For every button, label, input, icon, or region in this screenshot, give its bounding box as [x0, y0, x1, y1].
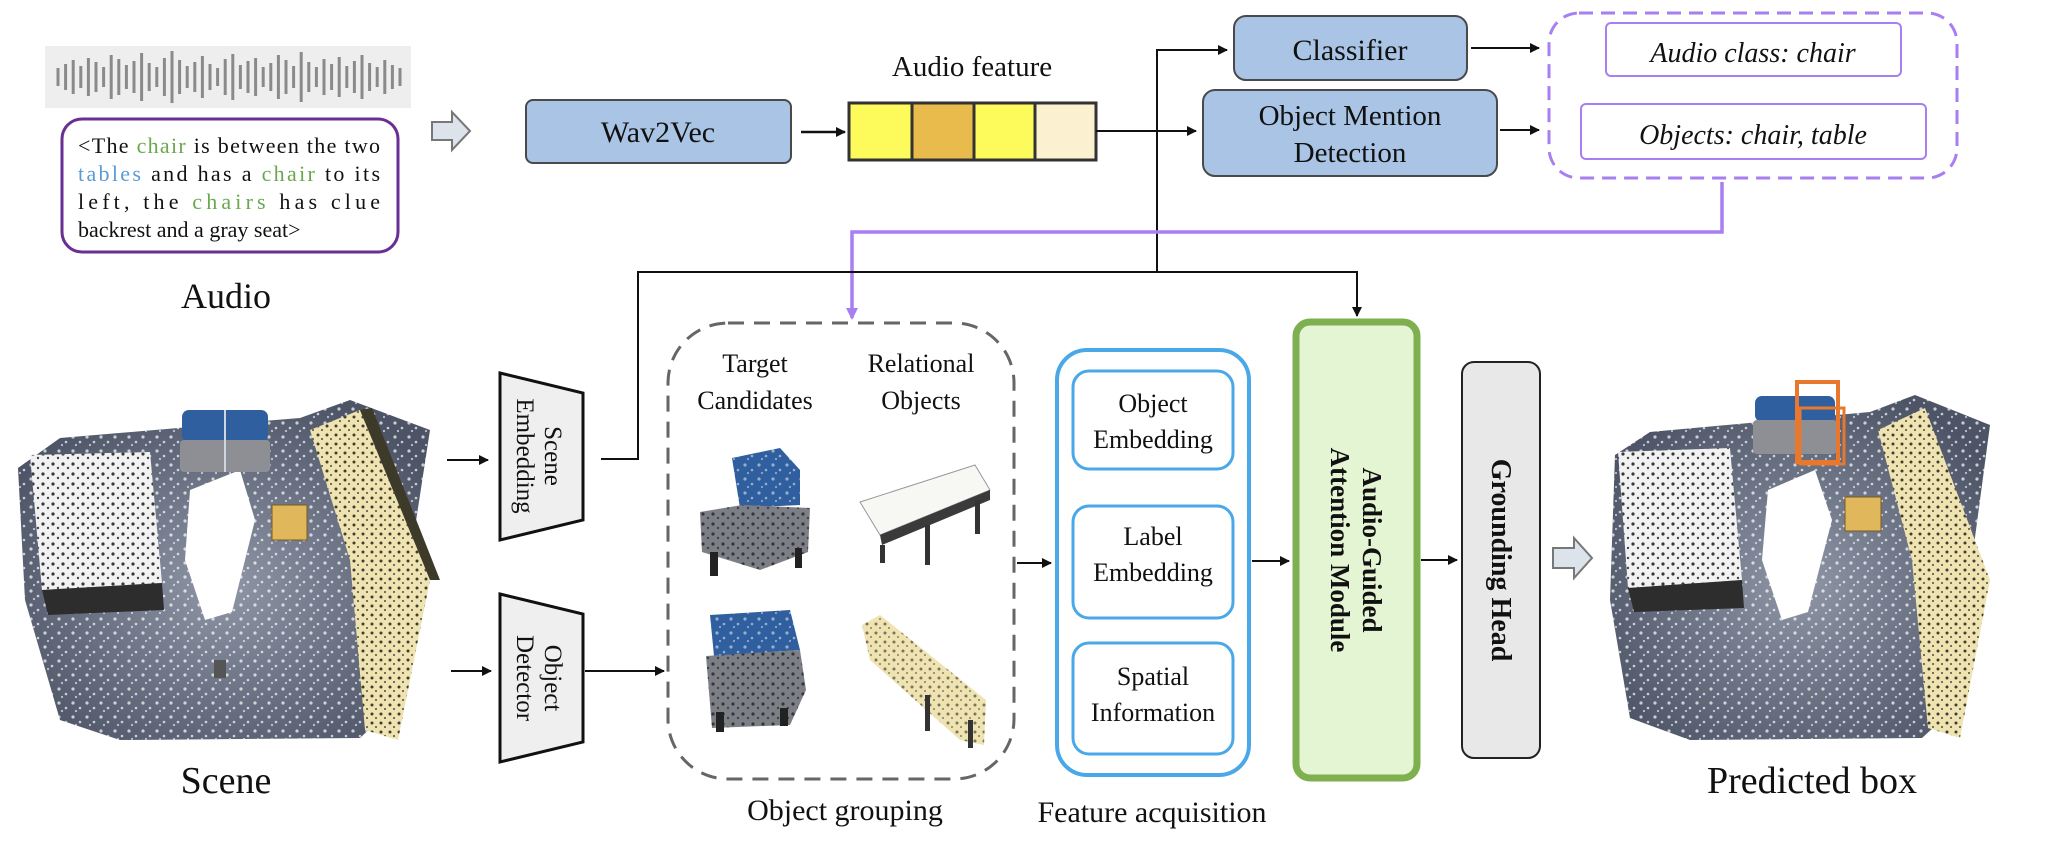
- svg-text:Object: Object: [539, 645, 566, 712]
- scene-caption: Scene: [181, 760, 272, 802]
- waveform-icon: [45, 46, 411, 108]
- audio-caption: Audio: [181, 276, 271, 316]
- audio-feature-vector: [847, 101, 1098, 162]
- hollow-arrow-icon: [431, 109, 472, 153]
- svg-text:Classifier: Classifier: [1293, 34, 1408, 67]
- svg-text:Grounding Head: Grounding Head: [1485, 459, 1516, 662]
- arrow-scene-to-attention: [601, 271, 1362, 460]
- svg-text:Wav2Vec: Wav2Vec: [601, 116, 715, 149]
- transcript-line-4: backrest and a gray seat>: [78, 217, 301, 242]
- transcript-segment: left, the: [78, 189, 188, 214]
- scene-embedding-trapezoid: Scene Embedding: [498, 371, 585, 542]
- svg-text:Spatial: Spatial: [1117, 662, 1189, 691]
- transcript-segment: has clue: [270, 189, 380, 214]
- label-embedding-box: Label Embedding: [1071, 504, 1235, 620]
- outputs-dashed-box: Audio class: chair Objects: chair, table: [1547, 11, 1959, 180]
- transcript-segment: to its: [317, 161, 380, 186]
- svg-text:Embedding: Embedding: [1093, 558, 1213, 587]
- transcript-line-3: left, the chairs has clue: [78, 189, 380, 214]
- svg-text:Detection: Detection: [1294, 137, 1407, 169]
- svg-text:Relational: Relational: [868, 349, 975, 378]
- audio-feature-title: Audio feature: [892, 51, 1052, 83]
- svg-text:Object: Object: [1118, 389, 1188, 418]
- transcript-line-1: <The chair is between the two: [78, 133, 380, 158]
- svg-text:Object Mention: Object Mention: [1259, 100, 1442, 132]
- grounding-head: Grounding Head: [1461, 361, 1541, 759]
- svg-text:Embedding: Embedding: [1093, 425, 1213, 454]
- relational-table: [859, 464, 991, 565]
- svg-text:Objects: Objects: [881, 386, 960, 415]
- relational-bench: [862, 615, 986, 748]
- predicted-scene-point-cloud: [1610, 380, 1990, 740]
- transcript-segment: is between the two: [187, 133, 380, 158]
- transcript-segment: <The: [78, 133, 135, 158]
- transcript-segment: backrest and a gray seat>: [78, 217, 301, 242]
- hollow-arrow-output-icon: [1552, 535, 1594, 581]
- arrow-to-classifier: [1156, 45, 1228, 272]
- object-grouping-caption: Object grouping: [747, 794, 943, 827]
- target-chair-1: [700, 448, 810, 576]
- classifier-box: Classifier: [1233, 15, 1468, 81]
- spatial-information-box: Spatial Information: [1071, 641, 1235, 756]
- svg-text:Scene: Scene: [539, 426, 566, 486]
- target-chair-2: [706, 610, 806, 732]
- scene-point-cloud: [18, 400, 440, 740]
- object-detector-trapezoid: Object Detector: [498, 592, 585, 764]
- svg-text:Information: Information: [1091, 698, 1215, 727]
- object-embedding-box: Object Embedding: [1071, 369, 1235, 471]
- transcript-segment: tables: [78, 161, 141, 186]
- predicted-box-caption: Predicted box: [1707, 760, 1917, 802]
- transcript-box: <The chair is between the two tables and…: [60, 117, 400, 254]
- feature-acquisition-box: Object Embedding Label Embedding Spatial…: [1055, 348, 1251, 777]
- wav2vec-box: Wav2Vec: [525, 99, 792, 164]
- svg-text:Detector: Detector: [511, 635, 538, 722]
- svg-text:Target: Target: [722, 349, 788, 378]
- predicted-bounding-box: [1795, 380, 1840, 464]
- svg-text:Embedding: Embedding: [511, 398, 538, 514]
- objects-label: Objects: chair, table: [1639, 120, 1867, 151]
- svg-text:Audio-Guided: Audio-Guided: [1357, 467, 1387, 632]
- object-grouping-box: Target Candidates Relational Objects: [666, 321, 1016, 781]
- transcript-segment: chair: [137, 133, 187, 158]
- transcript-segment: chair: [262, 161, 316, 186]
- transcript-line-2: tables and has a chair to its: [78, 161, 380, 186]
- audio-guided-attention-module: Audio-Guided Attention Module: [1292, 318, 1421, 782]
- audio-class-label: Audio class: chair: [1648, 38, 1855, 69]
- object-mention-detection-box: Object Mention Detection: [1202, 89, 1498, 177]
- svg-text:Label: Label: [1123, 522, 1182, 551]
- transcript-segment: and has a: [143, 161, 259, 186]
- arrow-objects-to-grouping: [846, 182, 1724, 320]
- svg-text:Candidates: Candidates: [697, 386, 813, 415]
- feature-acquisition-caption: Feature acquisition: [1037, 796, 1266, 829]
- svg-text:Attention Module: Attention Module: [1325, 448, 1355, 653]
